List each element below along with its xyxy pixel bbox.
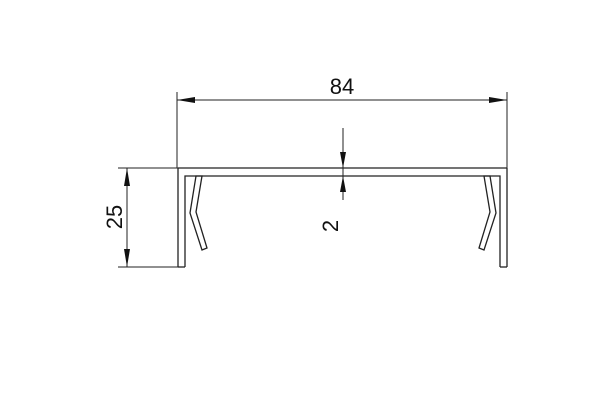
thickness-arrow-bottom	[340, 176, 346, 192]
thickness-dimension-label: 2	[318, 220, 343, 232]
thickness-arrow-top	[340, 152, 346, 168]
height-arrow-bottom	[124, 249, 130, 267]
height-dimension-label: 25	[102, 205, 127, 229]
right-wall-inner-edge	[476, 175, 501, 267]
left-wall-inner-edge	[184, 175, 209, 267]
width-dimension-label: 84	[330, 74, 354, 99]
width-arrow-right	[489, 97, 507, 103]
width-arrow-left	[177, 97, 195, 103]
left-clip-leg	[189, 175, 208, 251]
right-clip-leg	[478, 175, 497, 251]
height-arrow-top	[124, 168, 130, 186]
